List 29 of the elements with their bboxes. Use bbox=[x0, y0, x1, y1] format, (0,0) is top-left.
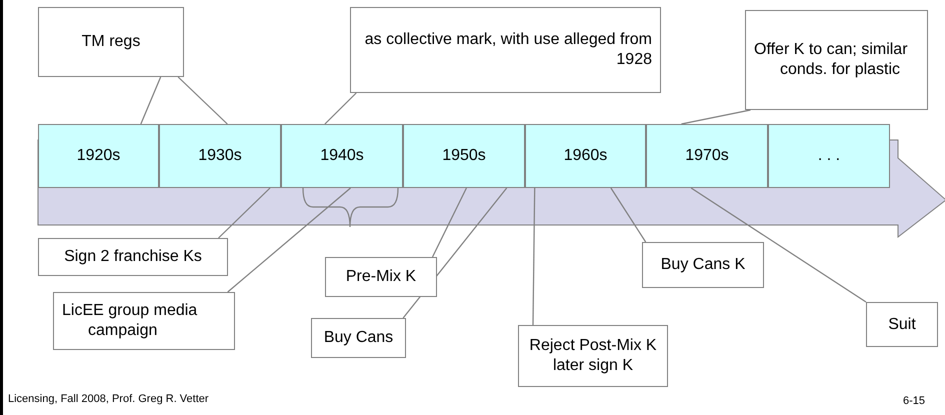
footer-text: Licensing, Fall 2008, Prof. Greg R. Vetter bbox=[8, 393, 209, 405]
leader-line bbox=[178, 76, 228, 124]
callout-box: Offer K to can; similar conds. for plastic bbox=[745, 10, 928, 110]
leader-line bbox=[610, 188, 646, 242]
leader-line bbox=[324, 92, 357, 124]
callout-box: Buy Cans bbox=[311, 318, 406, 358]
leader-line bbox=[690, 188, 866, 302]
leader-line bbox=[227, 188, 351, 292]
callout-box: Pre-Mix K bbox=[325, 257, 437, 297]
page-number: 6-15 bbox=[903, 395, 926, 407]
decade-cell: 1950s bbox=[403, 124, 525, 188]
callout-box: Buy Cans K bbox=[642, 242, 764, 288]
decade-cell: 1970s bbox=[646, 124, 768, 188]
leader-line bbox=[532, 188, 536, 325]
callout-box: Sign 2 franchise Ks bbox=[38, 238, 228, 276]
leader-line bbox=[681, 109, 751, 125]
decade-cell: 1960s bbox=[525, 124, 646, 188]
decade-cell: 1940s bbox=[281, 124, 403, 188]
decade-cell: 1930s bbox=[159, 124, 281, 188]
callout-box: TM regs bbox=[38, 7, 184, 77]
callout-box: as collective mark, with use alleged from 1928 bbox=[350, 7, 661, 93]
leader-line bbox=[140, 76, 162, 124]
decade-cell: . . . bbox=[768, 124, 890, 188]
decade-cell: 1920s bbox=[38, 124, 159, 188]
leader-line bbox=[218, 188, 270, 238]
callout-box: Reject Post-Mix K later sign K bbox=[518, 325, 668, 387]
callout-box: LicEE group media campaign bbox=[53, 292, 235, 350]
leader-line bbox=[432, 188, 467, 258]
callout-box: Suit bbox=[866, 302, 938, 347]
